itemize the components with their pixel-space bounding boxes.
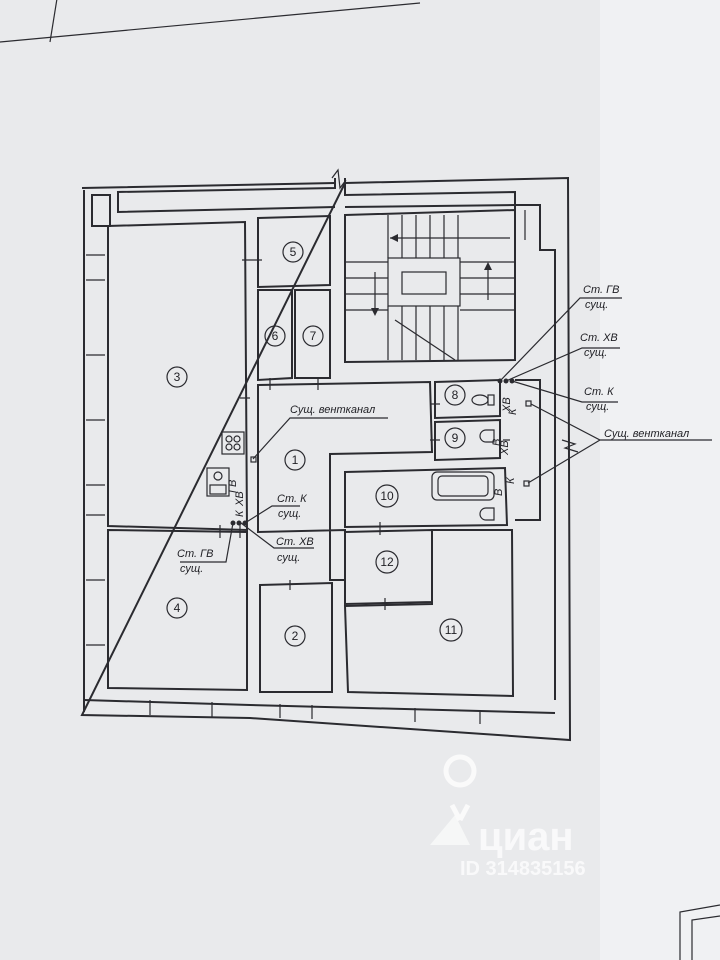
sheet-border-line [0, 2, 421, 43]
annotation-ventkanal: Сущ. вентканал [604, 428, 689, 440]
doors [219, 259, 510, 610]
annotation-st-gv: Ст. ГВ [177, 548, 213, 560]
annotation-sush: сущ. [277, 552, 300, 564]
washbasin-icon [479, 429, 495, 443]
annotation-ventkanal: Сущ. вентканал [290, 404, 375, 416]
staircase [345, 215, 515, 361]
annotation-st-gv: Ст. ГВ [583, 284, 619, 296]
sink-icon [206, 467, 230, 497]
riser-tag-hv: ХВ [499, 440, 511, 456]
watermark: циан ID 314835156 [430, 754, 586, 880]
vent-channel-icon [250, 456, 257, 463]
leader-lines [180, 297, 712, 563]
bathtub-icon [431, 471, 495, 501]
annotation-st-k: Ст. К [584, 386, 614, 398]
room-number: 6 [272, 329, 279, 343]
vent-channel-icon [523, 480, 530, 487]
room-number: 4 [174, 601, 181, 615]
riser-tag-v: В [491, 439, 503, 446]
riser-tag-k: К [505, 477, 517, 484]
room-number: 7 [310, 329, 317, 343]
fixtures [206, 394, 495, 521]
room-number: 2 [292, 629, 299, 643]
annotation-st-hv: Ст. ХВ [276, 536, 314, 548]
paper-fold [600, 0, 720, 960]
annotation-sush: сущ. [278, 508, 301, 520]
vent-channel-icon [525, 400, 532, 407]
room-number: 12 [380, 555, 394, 569]
room-number: 10 [380, 489, 394, 503]
room-number: 8 [452, 388, 459, 402]
room-markers: 1 2 3 4 5 6 7 8 9 10 11 12 [166, 241, 466, 647]
riser-tag-k: К [234, 510, 246, 517]
annotation-sush: сущ. [585, 299, 608, 311]
room-number: 9 [452, 431, 459, 445]
sheet-border-line [49, 0, 58, 43]
riser-tag-v: В [493, 489, 505, 496]
stove-icon [221, 431, 245, 455]
room-number: 5 [290, 245, 297, 259]
logo-mark-icon [430, 815, 470, 845]
riser-tag-hv: ХВ [501, 397, 513, 413]
annotation-sush: сущ. [180, 563, 203, 575]
riser-tag-k: К [507, 408, 519, 415]
annotation-st-k: Ст. К [277, 493, 307, 505]
washbasin-icon [479, 507, 495, 521]
watermark-id: ID 314835156 [460, 858, 586, 880]
room-number: 3 [174, 370, 181, 384]
riser-tag-hv: ХВ [234, 491, 246, 507]
riser-tag-gv: ГВ [227, 480, 239, 493]
watermark-brand: циан [478, 815, 574, 859]
interior-walls [107, 208, 541, 698]
room-number: 1 [292, 453, 299, 467]
map-pin-icon [443, 754, 477, 822]
annotation-sush: сущ. [586, 401, 609, 413]
outer-walls [80, 168, 579, 742]
room-number: 11 [445, 623, 458, 637]
title-block-frame [679, 904, 720, 960]
annotation-sush: сущ. [584, 347, 607, 359]
annotation-st-hv: Ст. ХВ [580, 332, 618, 344]
